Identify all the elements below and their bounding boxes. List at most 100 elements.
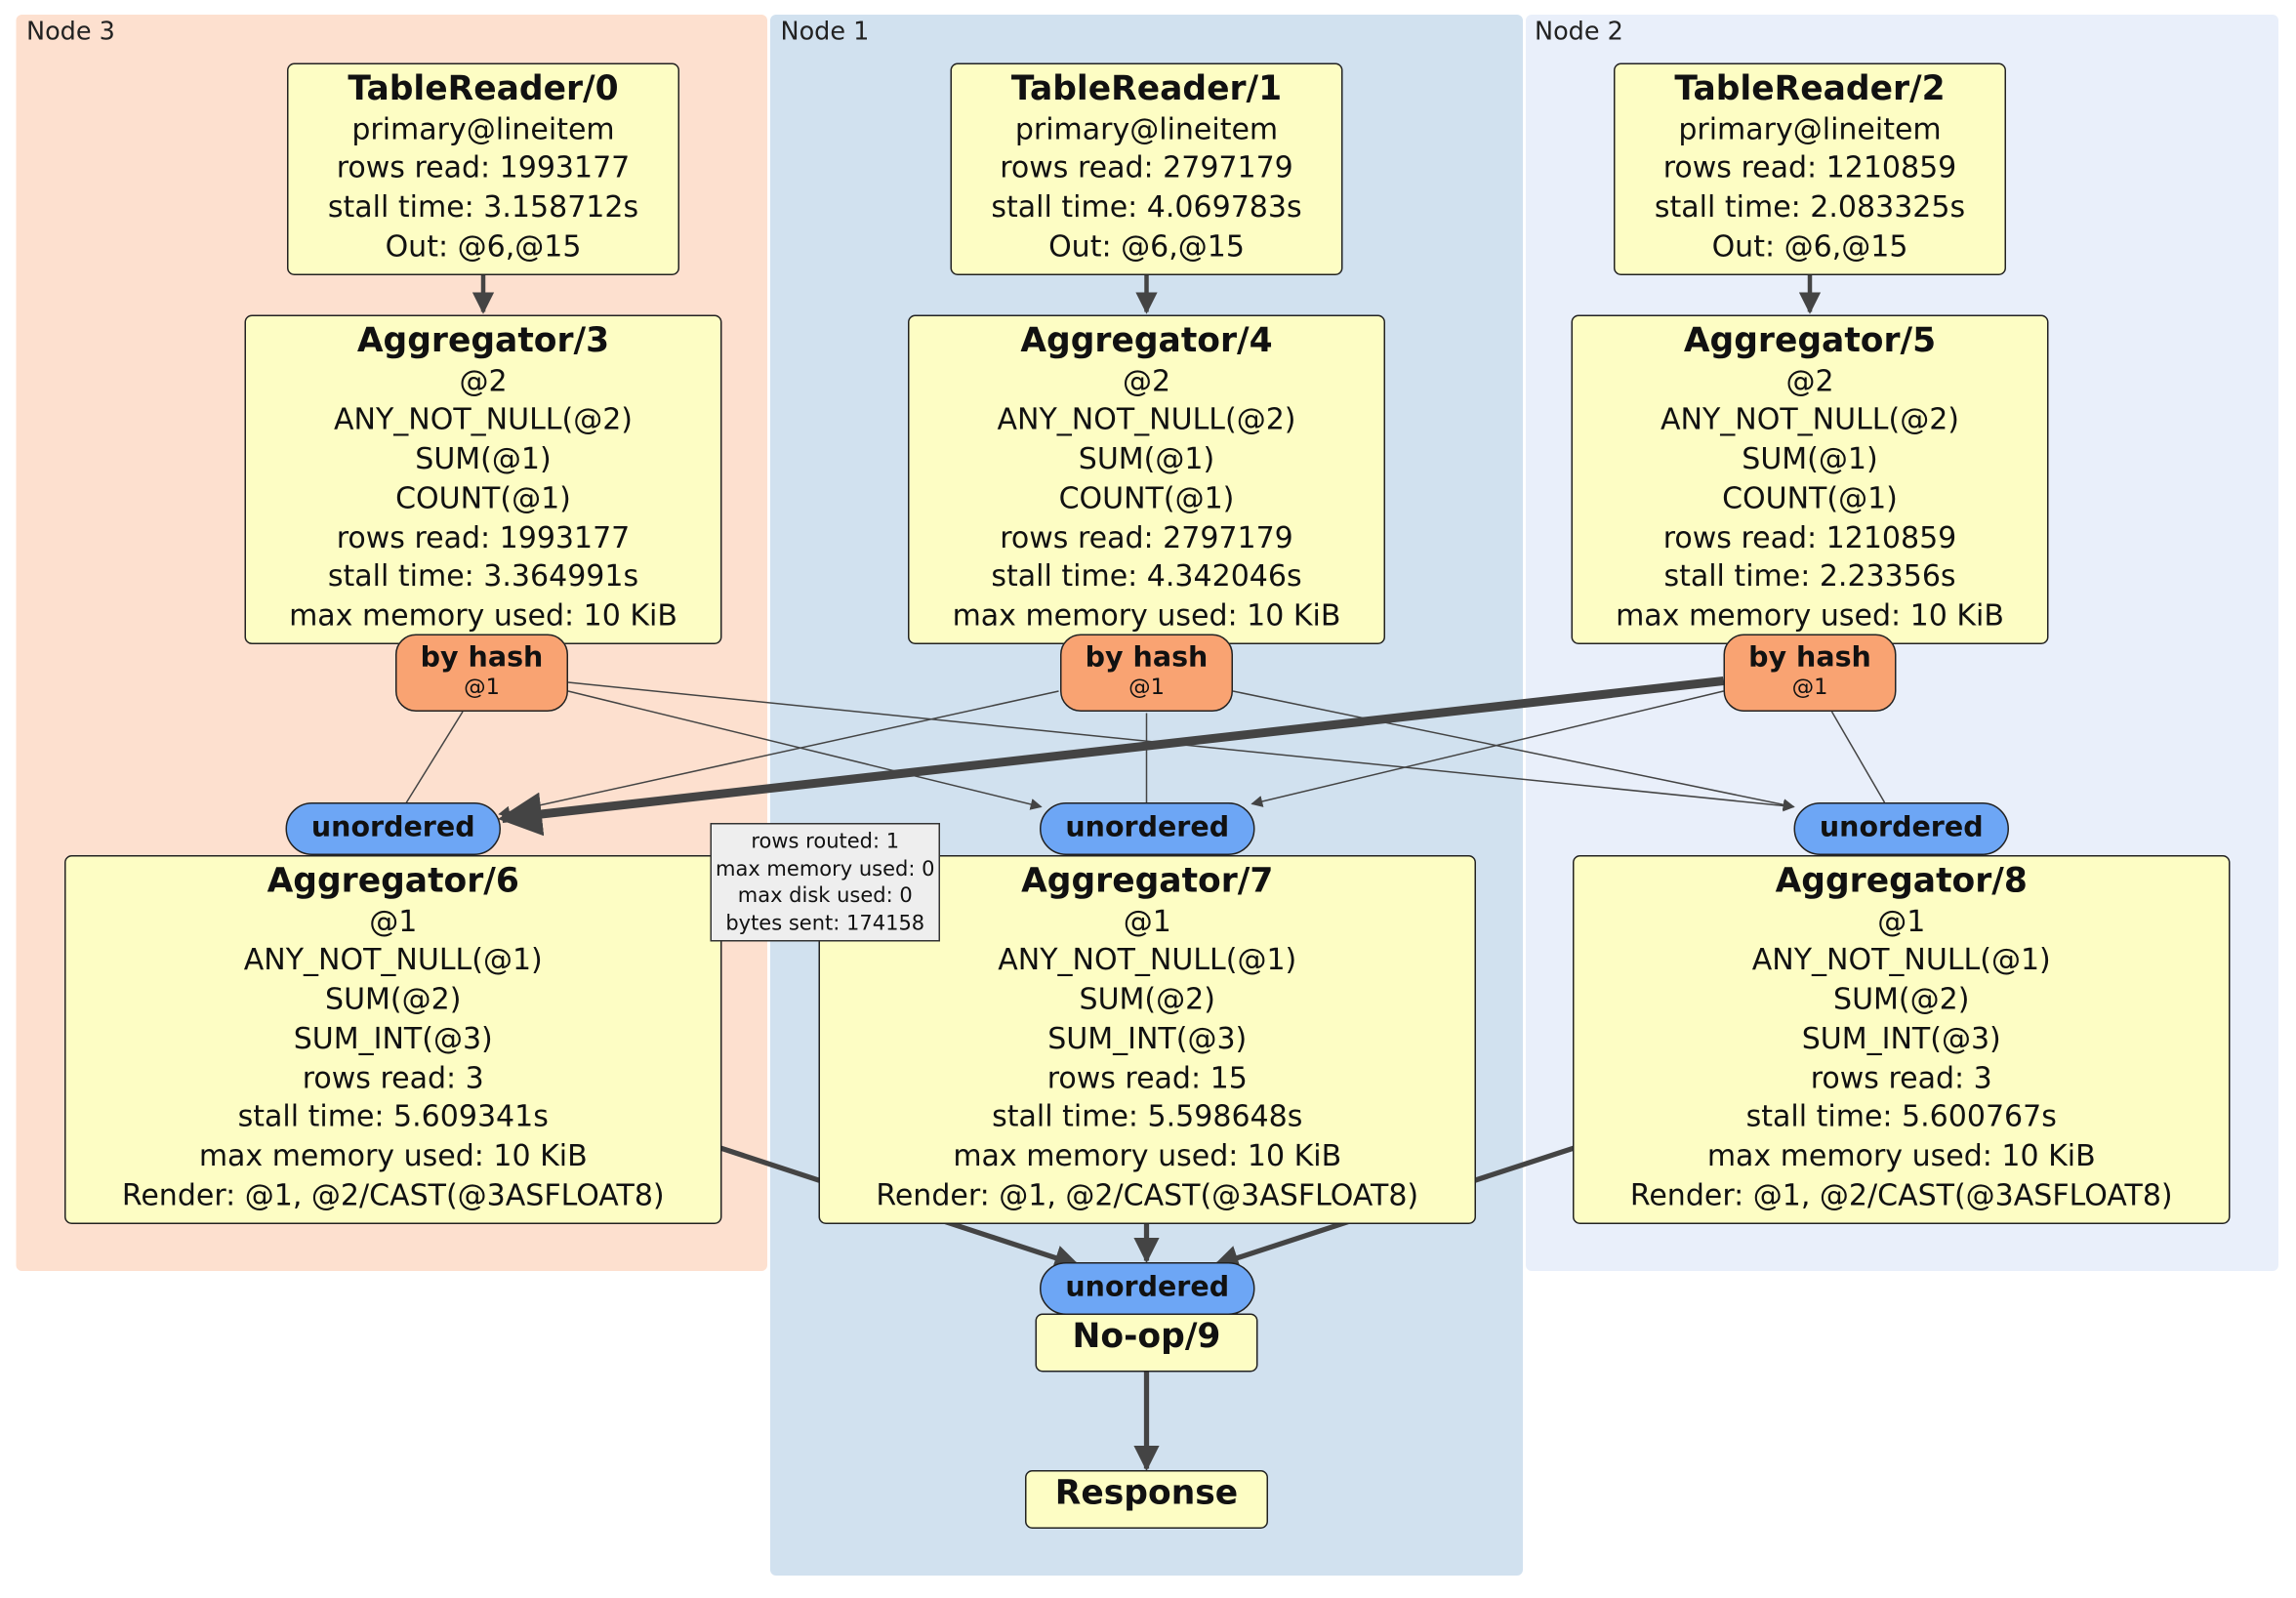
processor-detail-line: max memory used: 10 KiB xyxy=(289,596,677,633)
processor-detail-line: @2 xyxy=(1785,362,1834,398)
processor-detail-line: max memory used: 10 KiB xyxy=(1616,596,2004,633)
processor-detail-line: stall time: 2.083325s xyxy=(1654,188,1966,225)
processor-detail-line: stall time: 4.342046s xyxy=(991,557,1302,594)
processor-detail-line: SUM(@1) xyxy=(415,440,552,476)
router-column: @1 xyxy=(464,674,500,700)
edge-hash4-sync8 xyxy=(1232,690,1795,811)
processor-detail-line: stall time: 3.364991s xyxy=(327,557,639,594)
processor-detail-line: stall time: 2.23356s xyxy=(1663,557,1956,594)
edge-hash5-sync8 xyxy=(1830,711,1886,803)
processor-detail-line: stall time: 5.600767s xyxy=(1745,1098,2057,1134)
edge-hash5-sync7 xyxy=(1250,690,1724,807)
processor-title: Aggregator/6 xyxy=(266,862,519,901)
node-1-label: Node 1 xyxy=(780,18,870,47)
edge-stats-tooltip: rows routed: 1 max memory used: 0 max di… xyxy=(710,823,940,942)
processor-detail-line: ANY_NOT_NULL(@1) xyxy=(998,942,1297,978)
processor-detail-line: rows read: 3 xyxy=(302,1059,484,1095)
processor-detail-line: COUNT(@1) xyxy=(1058,479,1235,515)
router-label: by hash xyxy=(1085,641,1209,674)
processor-detail-line: rows read: 3 xyxy=(1810,1059,1992,1095)
processor-detail-line: SUM_INT(@3) xyxy=(1801,1020,2001,1056)
sync-unordered-9[interactable]: unordered xyxy=(1040,1262,1255,1315)
noop-9[interactable]: No-op/9 xyxy=(1035,1313,1258,1373)
processor-detail-line: Render: @1, @2/CAST(@3ASFLOAT8) xyxy=(876,1176,1419,1212)
router-by-hash-3[interactable]: by hash @1 xyxy=(395,634,568,712)
processor-detail-line: SUM_INT(@3) xyxy=(293,1020,493,1056)
processor-detail-line: stall time: 5.609341s xyxy=(237,1098,549,1134)
processor-title: TableReader/0 xyxy=(348,70,619,108)
processor-detail-line: rows read: 15 xyxy=(1046,1059,1248,1095)
sync-unordered-8[interactable]: unordered xyxy=(1793,802,2009,855)
processor-detail-line: primary@lineitem xyxy=(1014,110,1279,146)
processor-detail-line: COUNT(@1) xyxy=(1722,479,1898,515)
processor-title: Aggregator/7 xyxy=(1021,862,1274,901)
processor-detail-line: primary@lineitem xyxy=(351,110,615,146)
response-node[interactable]: Response xyxy=(1025,1470,1268,1529)
processor-detail-line: Out: @6,@15 xyxy=(385,227,582,264)
processor-detail-line: @1 xyxy=(1877,903,1926,939)
tooltip-max-disk: max disk used: 0 xyxy=(737,884,913,908)
processor-detail-line: SUM(@2) xyxy=(325,981,462,1017)
processor-detail-line: rows read: 2797179 xyxy=(1000,149,1293,185)
processor-detail-line: SUM(@1) xyxy=(1078,440,1215,476)
node-3-label: Node 3 xyxy=(26,18,115,47)
edge-hash3-sync6 xyxy=(404,711,464,804)
tooltip-bytes-sent: bytes sent: 174158 xyxy=(725,911,925,935)
processor-title: No-op/9 xyxy=(1072,1318,1221,1356)
processor-detail-line: SUM(@2) xyxy=(1833,981,1970,1017)
processor-detail-line: SUM_INT(@3) xyxy=(1047,1020,1248,1056)
processor-detail-line: ANY_NOT_NULL(@1) xyxy=(1751,942,2051,978)
tooltip-max-memory: max memory used: 0 xyxy=(716,857,935,881)
processor-detail-line: max memory used: 10 KiB xyxy=(198,1137,588,1173)
processor-detail-line: ANY_NOT_NULL(@2) xyxy=(1660,401,1959,437)
processor-detail-line: @1 xyxy=(1123,903,1171,939)
sync-unordered-6[interactable]: unordered xyxy=(285,802,501,855)
processor-title: Aggregator/4 xyxy=(1020,322,1273,360)
processor-detail-line: primary@lineitem xyxy=(1678,110,1942,146)
processor-detail-line: stall time: 3.158712s xyxy=(327,188,639,225)
processor-detail-line: stall time: 4.069783s xyxy=(991,188,1302,225)
processor-detail-line: Out: @6,@15 xyxy=(1048,227,1245,264)
processor-detail-line: stall time: 5.598648s xyxy=(992,1098,1303,1134)
edge-hash4-sync6 xyxy=(498,690,1059,818)
sync-unordered-7[interactable]: unordered xyxy=(1040,802,1255,855)
processor-detail-line: max memory used: 10 KiB xyxy=(952,596,1341,633)
processor-detail-line: SUM(@2) xyxy=(1079,981,1215,1017)
processor-detail-line: ANY_NOT_NULL(@2) xyxy=(997,401,1296,437)
edge-hash5-sync6 xyxy=(498,676,1725,837)
processor-title: Aggregator/8 xyxy=(1775,862,2028,901)
processor-detail-line: rows read: 1993177 xyxy=(336,149,631,185)
router-by-hash-5[interactable]: by hash @1 xyxy=(1723,634,1897,712)
processor-title: Aggregator/5 xyxy=(1683,322,1937,360)
processor-title: TableReader/2 xyxy=(1674,70,1946,108)
tooltip-rows-routed: rows routed: 1 xyxy=(751,830,900,854)
router-column: @1 xyxy=(1791,674,1828,700)
processor-detail-line: COUNT(@1) xyxy=(395,479,571,515)
processor-detail-line: max memory used: 10 KiB xyxy=(953,1137,1342,1173)
processor-detail-line: @2 xyxy=(1122,362,1171,398)
processor-detail-line: rows read: 1210859 xyxy=(1662,518,1957,554)
processor-detail-line: ANY_NOT_NULL(@2) xyxy=(334,401,633,437)
processor-detail-line: max memory used: 10 KiB xyxy=(1706,1137,2096,1173)
edge-hash3-sync7 xyxy=(567,690,1043,810)
node-2-label: Node 2 xyxy=(1535,18,1623,47)
processor-detail-line: Out: @6,@15 xyxy=(1711,227,1908,264)
router-column: @1 xyxy=(1128,674,1165,700)
processor-title: Aggregator/3 xyxy=(356,322,610,360)
processor-detail-line: @1 xyxy=(369,903,418,939)
processor-detail-line: Render: @1, @2/CAST(@3ASFLOAT8) xyxy=(1629,1176,2173,1212)
processor-detail-line: rows read: 2797179 xyxy=(1000,518,1293,554)
processor-title: TableReader/1 xyxy=(1010,70,1283,108)
router-by-hash-4[interactable]: by hash @1 xyxy=(1060,634,1233,712)
processor-detail-line: rows read: 1210859 xyxy=(1662,149,1957,185)
